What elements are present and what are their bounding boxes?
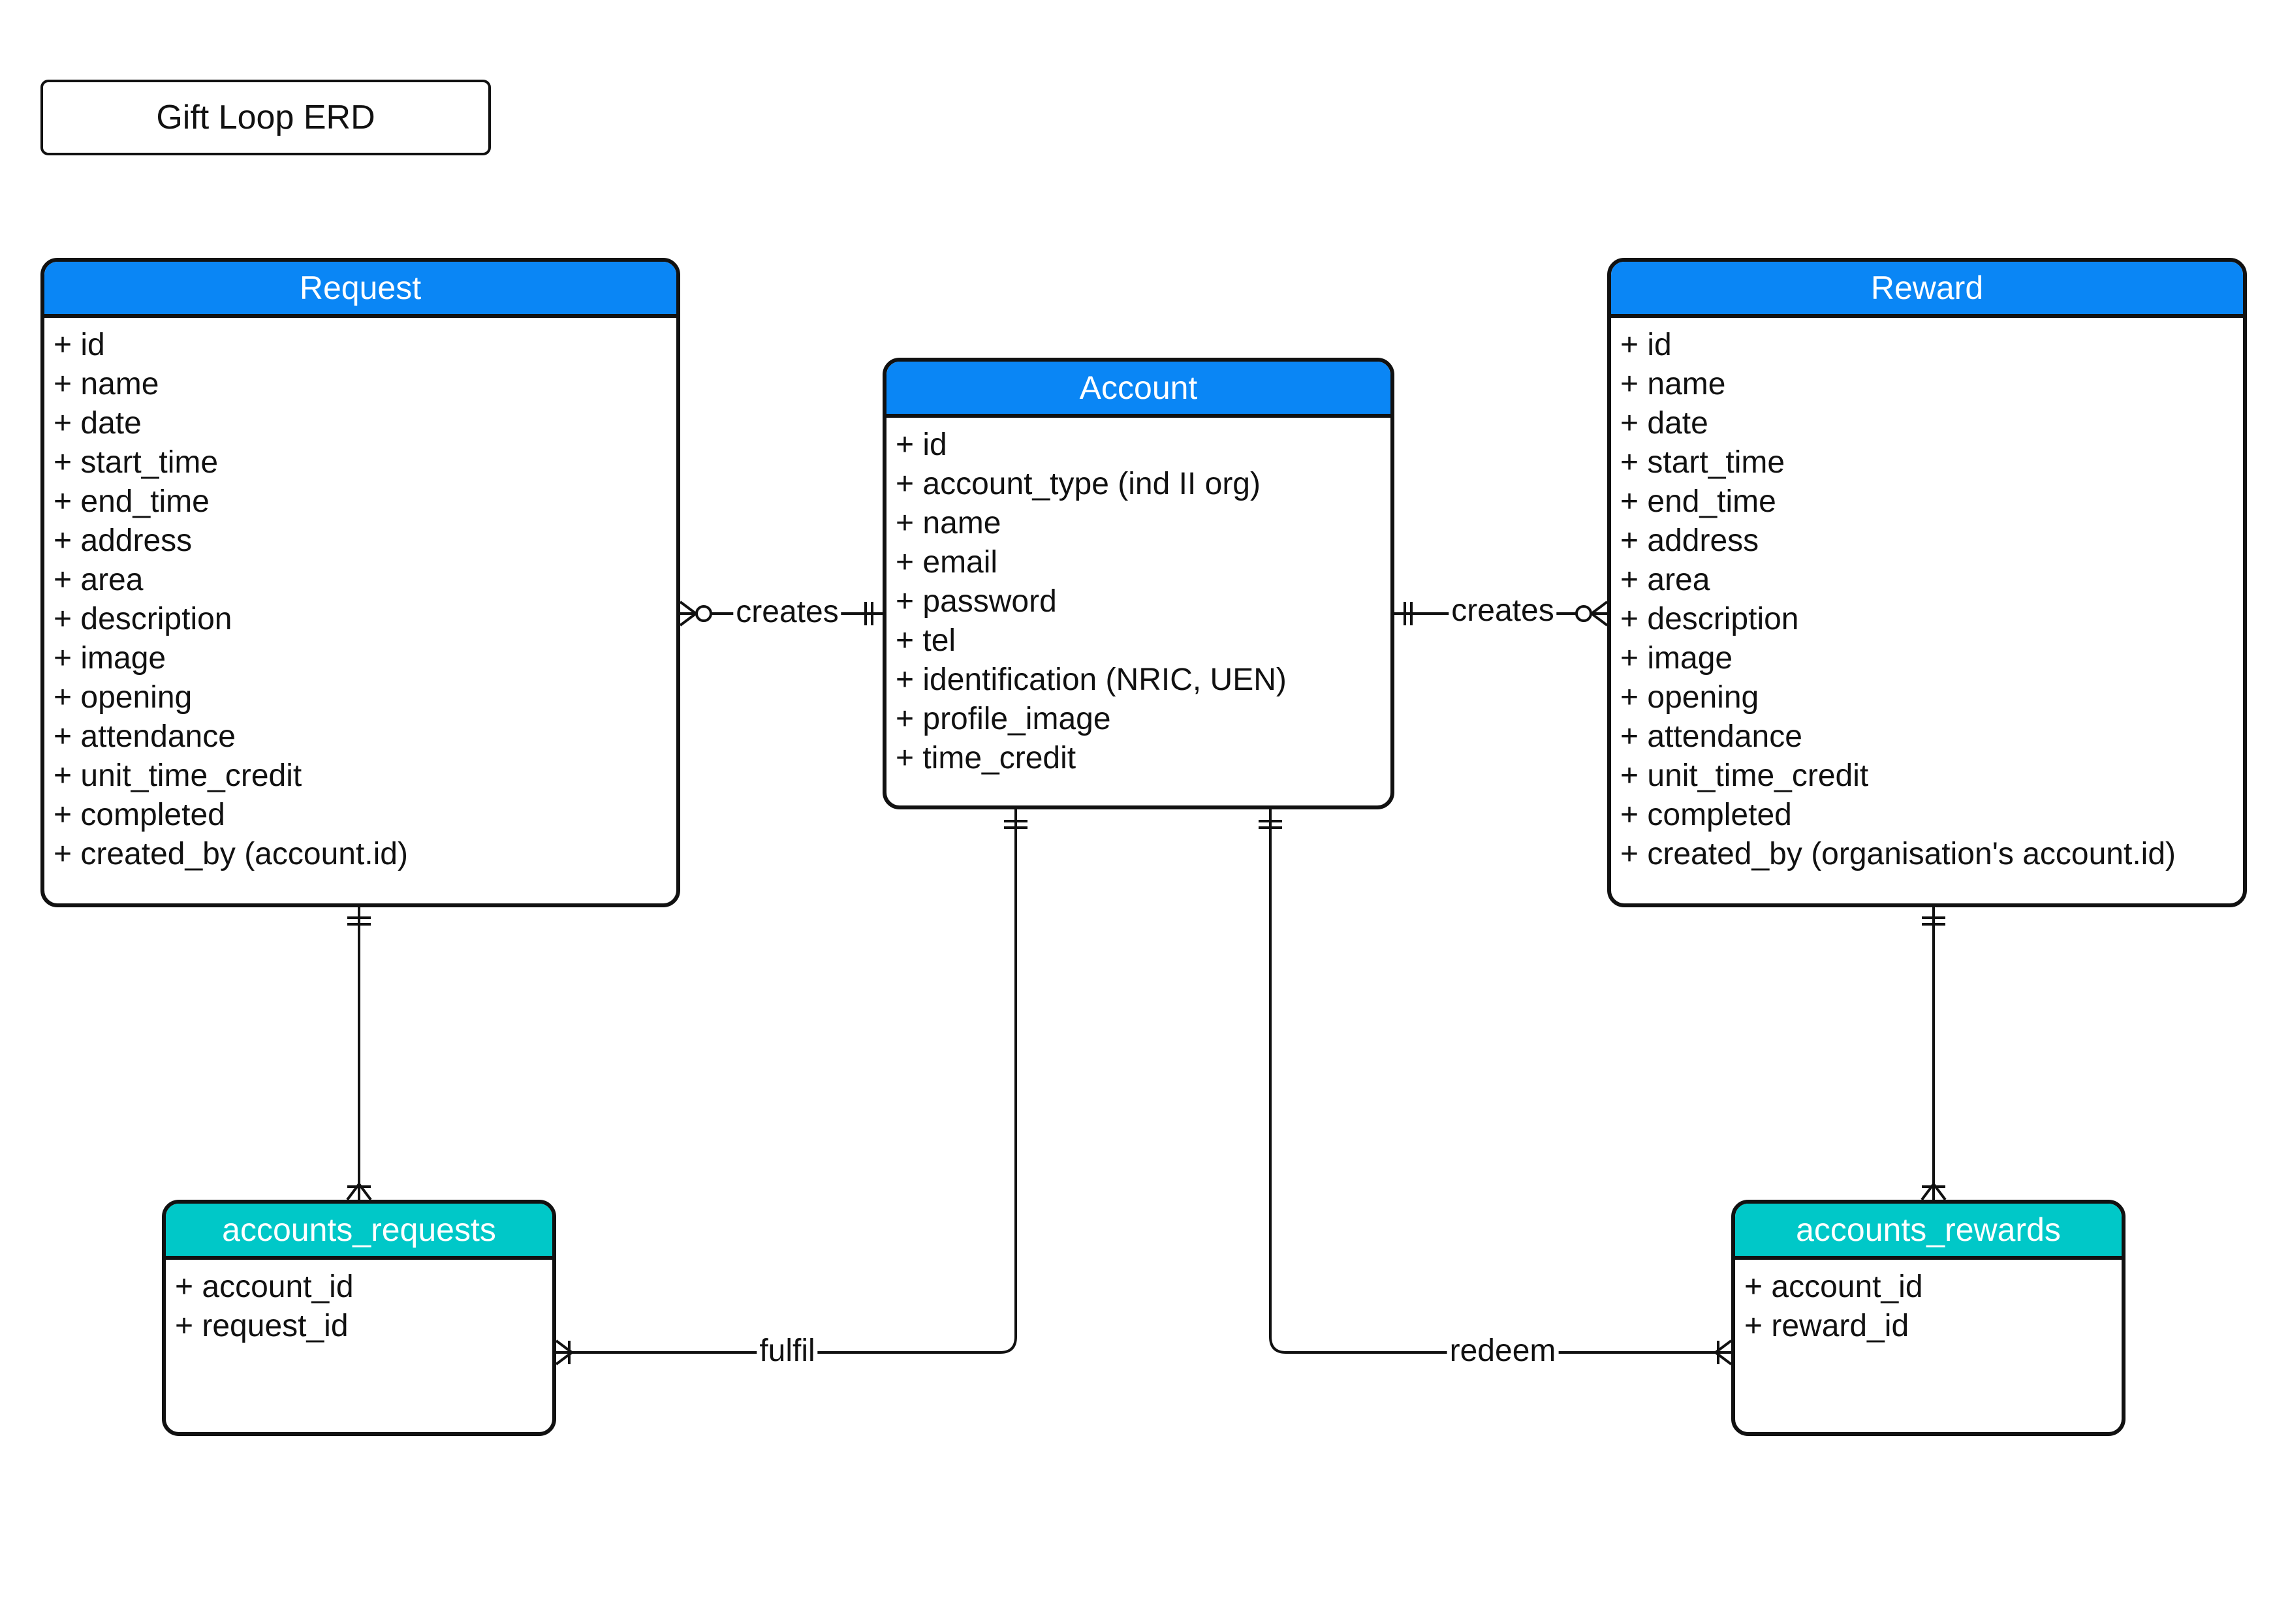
entity-reward-attributes: + id + name + date + start_time + end_ti… [1611, 318, 2243, 874]
relationship-label-redeem: redeem [1447, 1334, 1559, 1368]
connector-account-accounts-requests [555, 809, 1027, 1366]
connector-request-accounts-requests [346, 907, 372, 1201]
attribute: + account_id [1744, 1270, 1923, 1304]
attribute: + id [896, 428, 947, 462]
attribute: + created_by (account.id) [54, 837, 408, 871]
entity-request-header: Request [44, 262, 676, 318]
connector-account-accounts-rewards [1259, 809, 1733, 1366]
relationship-label-creates-reward: creates [1449, 594, 1557, 628]
attribute: + start_time [1620, 445, 1785, 480]
attribute: + end_time [1620, 484, 1776, 519]
entity-accounts-rewards-header: accounts_rewards [1735, 1204, 2122, 1260]
attribute: + password [896, 584, 1057, 619]
attribute: + description [1620, 602, 1799, 636]
attribute: + attendance [54, 719, 236, 754]
attribute: + account_id [175, 1270, 354, 1304]
attribute: + id [1620, 328, 1672, 362]
attribute: + tel [896, 623, 956, 658]
attribute: + name [896, 506, 1001, 540]
diagram-title: Gift Loop ERD [40, 80, 491, 155]
attribute: + completed [54, 798, 225, 832]
entity-account[interactable]: Account + id + account_type (ind II org)… [883, 358, 1394, 809]
attribute: + completed [1620, 798, 1792, 832]
entity-account-header: Account [886, 362, 1390, 418]
attribute: + profile_image [896, 702, 1111, 736]
entity-accounts-requests-header: accounts_requests [166, 1204, 552, 1260]
relationship-label-fulfil: fulfil [757, 1334, 818, 1368]
attribute: + account_type (ind II org) [896, 467, 1261, 501]
attribute: + image [1620, 641, 1733, 676]
attribute: + attendance [1620, 719, 1802, 754]
attribute: + address [54, 523, 193, 558]
entity-request[interactable]: Request + id + name + date + start_time … [40, 258, 680, 907]
attribute: + created_by (organisation's account.id) [1620, 837, 2176, 871]
attribute: + request_id [175, 1309, 349, 1343]
attribute: + unit_time_credit [54, 758, 302, 793]
attribute: + time_credit [896, 741, 1076, 775]
attribute: + end_time [54, 484, 210, 519]
attribute: + name [1620, 367, 1726, 401]
attribute: + identification (NRIC, UEN) [896, 663, 1287, 697]
attribute: + date [54, 406, 142, 441]
attribute: + reward_id [1744, 1309, 1909, 1343]
attribute: + opening [54, 680, 193, 715]
entity-reward[interactable]: Reward + id + name + date + start_time +… [1607, 258, 2247, 907]
entity-accounts-requests-attributes: + account_id + request_id [166, 1260, 552, 1346]
entity-account-attributes: + id + account_type (ind II org) + name … [886, 418, 1390, 778]
attribute: + email [896, 545, 998, 580]
attribute: + address [1620, 523, 1759, 558]
attribute: + unit_time_credit [1620, 758, 1869, 793]
attribute: + date [1620, 406, 1708, 441]
entity-accounts-rewards[interactable]: accounts_rewards + account_id + reward_i… [1731, 1200, 2125, 1436]
attribute: + area [1620, 563, 1710, 597]
entity-reward-header: Reward [1611, 262, 2243, 318]
attribute: + description [54, 602, 232, 636]
entity-accounts-requests[interactable]: accounts_requests + account_id + request… [162, 1200, 556, 1436]
relationship-label-creates-request: creates [733, 595, 841, 629]
attribute: + id [54, 328, 105, 362]
attribute: + start_time [54, 445, 219, 480]
attribute: + area [54, 563, 144, 597]
attribute: + name [54, 367, 159, 401]
entity-accounts-rewards-attributes: + account_id + reward_id [1735, 1260, 2122, 1346]
attribute: + image [54, 641, 166, 676]
attribute: + opening [1620, 680, 1759, 715]
connector-reward-accounts-rewards [1921, 907, 1947, 1201]
entity-request-attributes: + id + name + date + start_time + end_ti… [44, 318, 676, 874]
